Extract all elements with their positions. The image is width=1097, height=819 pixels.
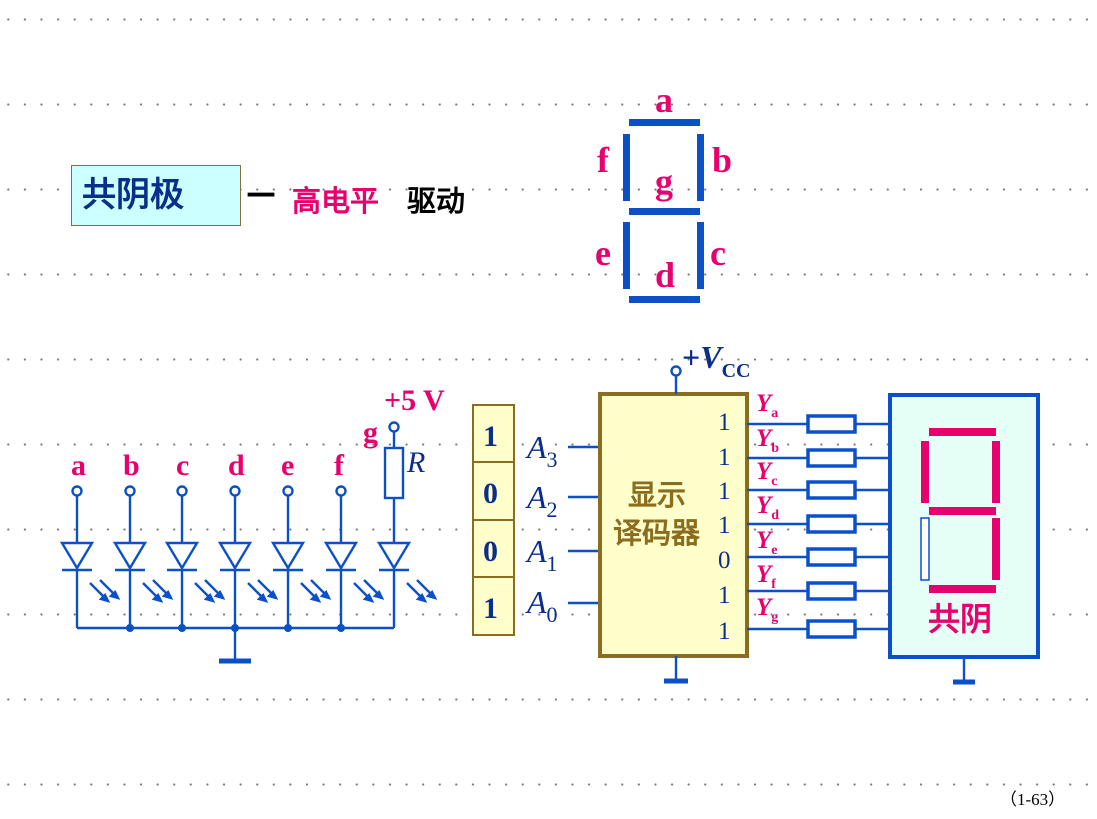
resistor [383,446,405,500]
diode-e [270,485,332,628]
pin-label-e: e [281,449,294,482]
title-dash: — [246,176,276,211]
svg-text:Ye: Ye [756,527,778,558]
pin-label-f: f [334,449,345,482]
pin-label-c: c [176,449,189,482]
title-label: 共阴极 [82,175,184,215]
diode-d [217,485,279,628]
bit-a0: 1 [483,592,498,625]
svg-text:A3: A3 [525,429,558,472]
title-highlight: 高电平 [292,184,380,218]
seg-label-a: a [655,80,673,120]
svg-text:Yd: Yd [756,492,779,523]
svg-text:A1: A1 [525,533,558,576]
display-seg-d [929,585,996,593]
pin-label-b: b [123,449,140,482]
addr-a3-main: A [525,429,547,465]
out-bit-f: 1 [718,582,731,609]
addr-a1-main: A [525,533,547,569]
decoder: 显示 译码器 1 1 1 1 0 1 1 +VCC [598,339,750,684]
svg-text:Yf: Yf [756,561,776,592]
pin-label-g: g [363,416,378,449]
pin-label-d: d [228,449,245,482]
seg-label-b: b [712,140,732,180]
addr-a2-main: A [525,479,547,515]
addr-a2-sub: 2 [547,497,558,522]
addr-a0-sub: 0 [547,602,558,627]
display-label: 共阴 [928,600,992,638]
segment-d [629,296,700,303]
vcc-label: +VCC [682,339,750,382]
bit-a2: 0 [483,477,498,510]
diode-g [376,421,438,628]
seg-label-e: e [595,233,611,273]
title-suffix: 驱动 [407,184,466,218]
title-box: 共阴极 [71,165,241,226]
diode-c [164,485,226,628]
diode-a [59,485,121,628]
address-wires [568,445,600,605]
display-seg-a [929,428,996,436]
segment-e [623,222,630,289]
display-seg-f [921,441,929,503]
resistor-label: R [406,446,425,479]
segment-f [623,134,630,201]
pin-label-a: a [71,449,86,482]
input-bits: 1 0 0 1 [472,404,515,636]
segment-a [629,119,700,126]
decoder-title-1: 显示 [628,478,686,512]
out-bit-g: 1 [718,618,731,645]
out-bit-d: 1 [718,512,731,539]
out-bit-c: 1 [718,478,731,505]
out-bit-e: 0 [718,547,731,574]
display-seg-b [992,441,1000,503]
svg-text:A2: A2 [525,479,558,522]
seg-label-d: d [655,255,675,295]
bit-a3: 1 [483,420,498,453]
seg-label-f: f [597,140,610,180]
bit-a1: 0 [483,535,498,568]
output-resistors [747,414,890,639]
led-circuit: a b c d e f g +5 V R [59,384,445,664]
out-bit-b: 1 [718,444,731,471]
seg-label-c: c [710,233,726,273]
svg-text:Yg: Yg [756,594,778,625]
addr-a3-sub: 3 [547,447,558,472]
addr-a1-sub: 1 [547,551,558,576]
display-box: 共阴 [888,393,1040,685]
output-labels: Ya Yb Yc Yd Ye Yf Yg [756,390,779,625]
page-number: （1-63） [1000,790,1066,809]
addr-a0-main: A [525,584,547,620]
diode-b [112,485,174,628]
segment-c [697,222,704,289]
segment-b [697,134,704,201]
decoder-title-2: 译码器 [613,516,701,550]
segment-g [629,208,700,215]
display-seg-c [992,518,1000,580]
segment-reference: a b c d e f g [595,80,732,303]
svg-text:Yc: Yc [756,458,778,489]
diode-f [323,485,385,628]
svg-text:Ya: Ya [756,390,778,421]
out-bit-a: 1 [718,409,731,436]
svg-text:A0: A0 [525,584,558,627]
svg-text:Yb: Yb [756,425,779,456]
display-seg-e [920,517,930,581]
supply-label: +5 V [384,384,445,417]
address-labels: A3 A2 A1 A0 [525,429,558,627]
display-seg-g [929,507,996,515]
seg-label-g: g [655,162,673,202]
